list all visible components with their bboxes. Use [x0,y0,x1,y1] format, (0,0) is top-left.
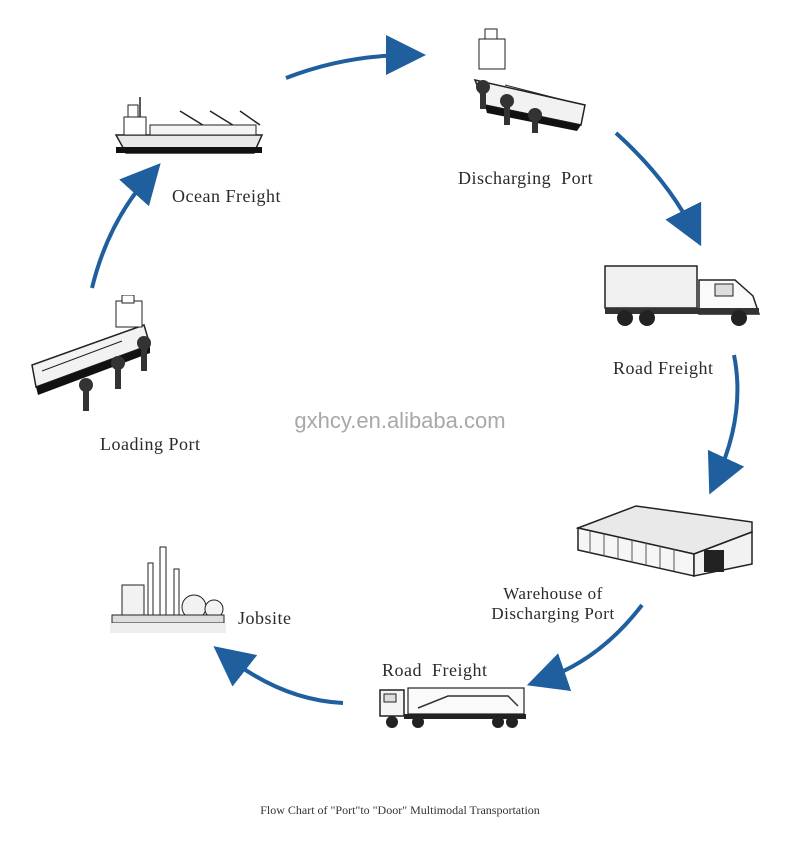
arrow-trailer-to-jobsite [213,646,344,705]
node-label-road-freight-trailer: Road Freight [382,660,488,680]
factory-icon [110,546,226,633]
diagram-caption: Flow Chart of "Port"to "Door" Multimodal… [260,803,540,817]
tanker-with-cranes-icon [31,295,151,411]
node-label-warehouse: Warehouse of Discharging Port [468,584,638,624]
cargo-ship-icon [114,97,264,154]
node-label-loading-port: Loading Port [100,434,201,454]
arrow-ocean-to-discharging [285,35,426,80]
node-label-road-freight-truck: Road Freight [613,358,714,378]
arrow-discharging-to-road [614,131,702,247]
warehouse-icon [576,505,753,577]
node-label-ocean-freight: Ocean Freight [172,186,281,206]
arrow-warehouse-to-trailer [526,603,644,692]
arrow-loading-to-ocean [90,163,161,289]
warehouse-label-line1: Warehouse of [503,584,603,603]
node-label-jobsite: Jobsite [238,608,292,628]
arrow-road-to-warehouse [707,354,745,495]
node-label-discharging-port: Discharging Port [458,168,594,188]
warehouse-label-line2: Discharging Port [491,604,615,623]
tanker-with-cranes-icon [473,28,586,133]
flatbed-trailer-icon [379,687,526,728]
box-truck-icon [604,265,761,326]
watermark-text: gxhcy.en.alibaba.com [294,408,506,433]
